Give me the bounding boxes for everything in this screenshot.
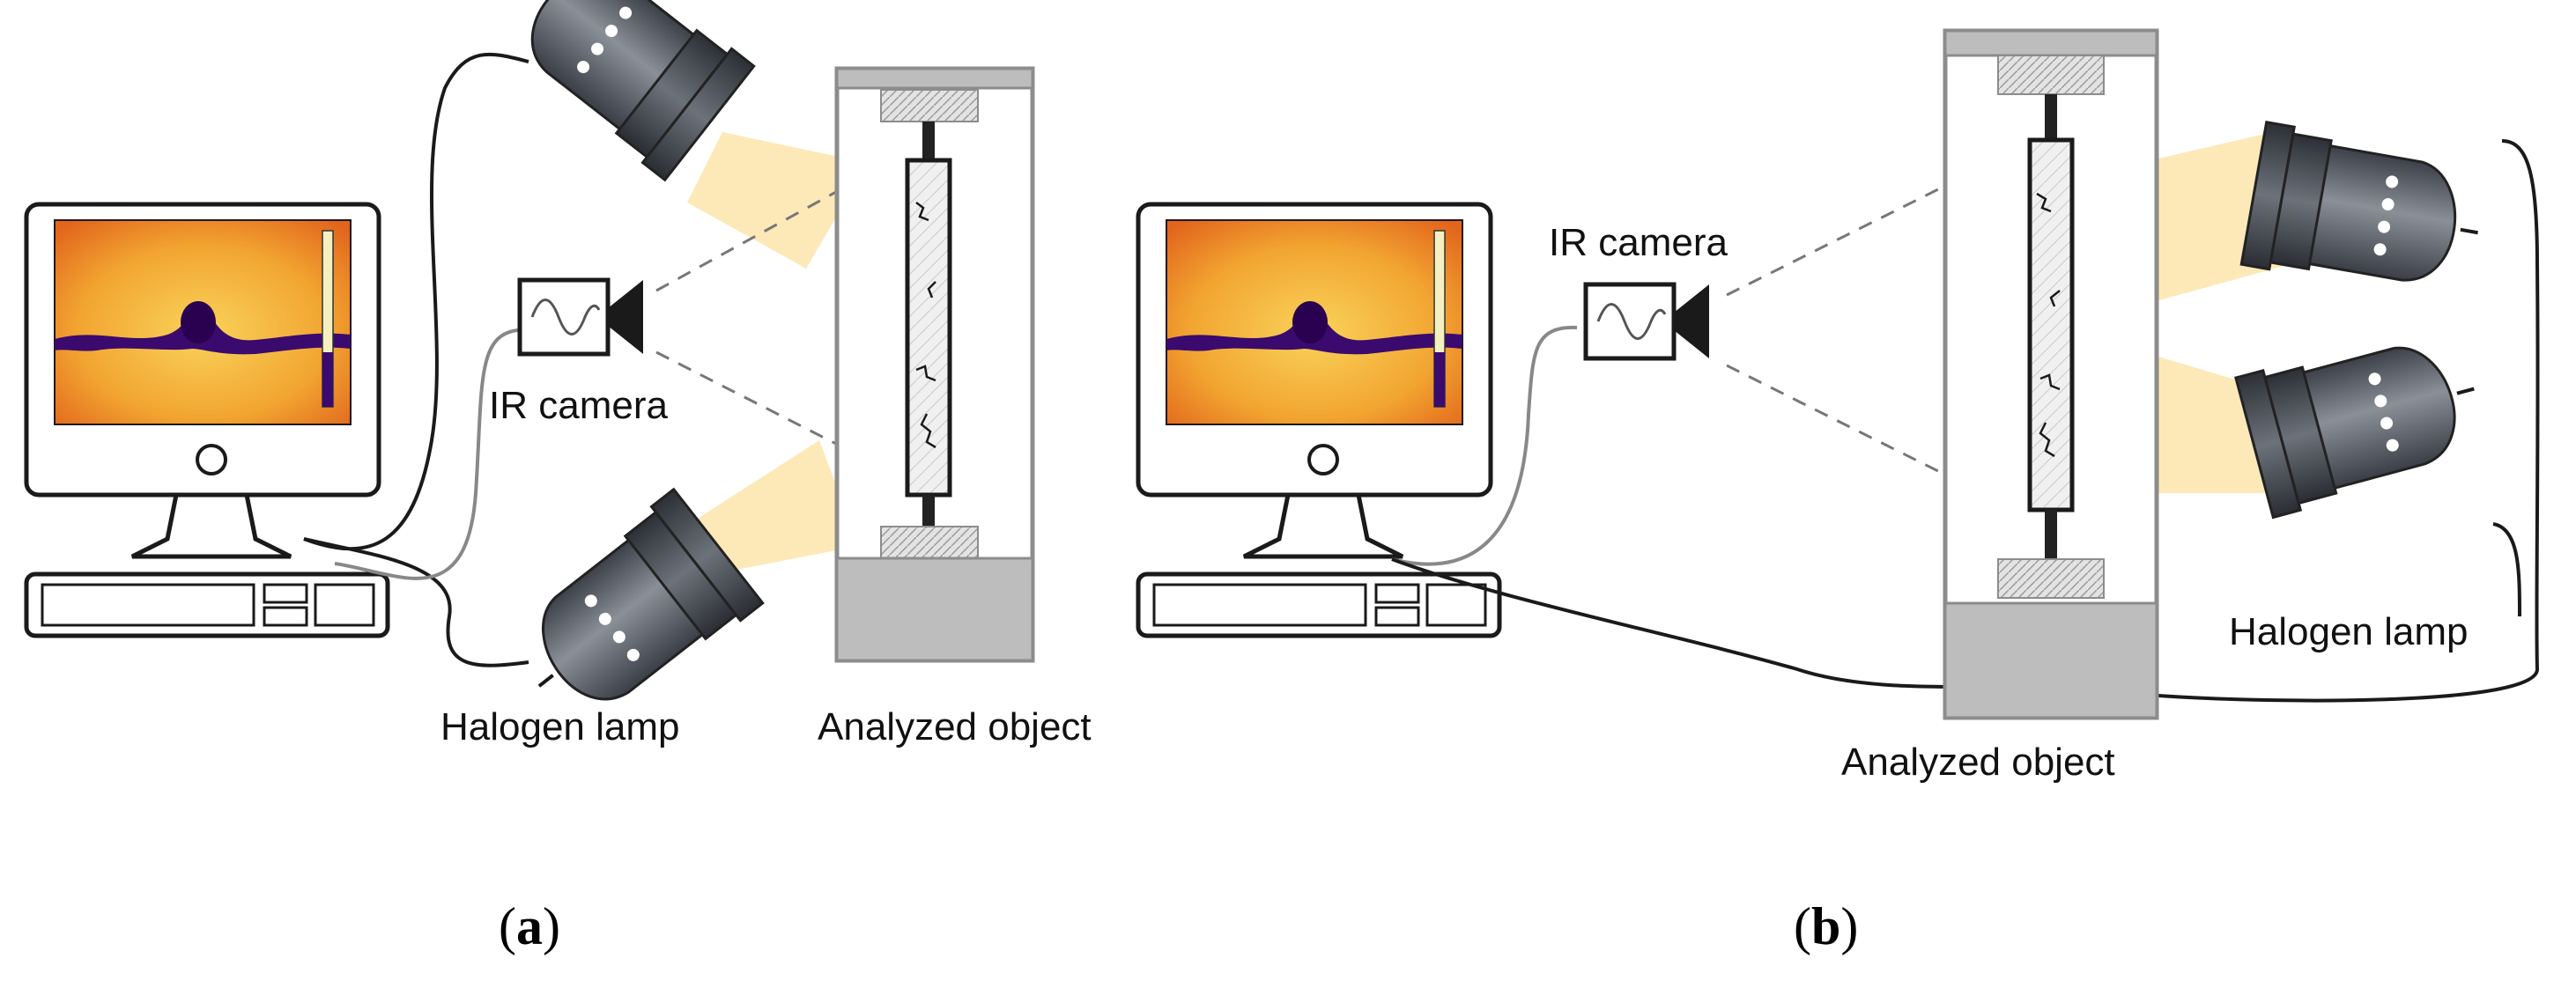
label-ir-camera: IR camera (489, 384, 668, 427)
field-of-view-line (1726, 174, 1965, 297)
lamp-cable-right-lower (2492, 522, 2521, 617)
light-beam-top (687, 132, 868, 269)
field-of-view-line (655, 166, 882, 292)
label-halogen-lamp: Halogen lamp (2229, 610, 2469, 653)
lamp-cable-bottom (303, 537, 529, 667)
label-ir-camera: IR camera (1549, 221, 1728, 264)
lamp-cable-top (303, 52, 529, 551)
panel-caption-b: (b) (1794, 897, 1858, 955)
label-halogen-lamp: Halogen lamp (440, 705, 680, 748)
lamp-cable (1391, 557, 1957, 689)
camera-cable (1391, 325, 1578, 566)
lamp-cable-right (2158, 139, 2540, 703)
test-frame-icon (834, 66, 1035, 663)
test-frame-icon (1943, 28, 2159, 720)
panel-caption-a: (a) (499, 897, 560, 955)
label-analyzed-object: Analyzed object (818, 705, 1092, 748)
label-analyzed-object: Analyzed object (1841, 741, 2115, 784)
field-of-view-line (1726, 364, 1965, 486)
panel-b: IR camera Halogen lamp Analyzed object (… (1138, 28, 2540, 955)
ir-camera-icon (1586, 284, 1709, 358)
monitor-icon (26, 204, 388, 636)
halogen-lamp-icon (2233, 317, 2495, 520)
monitor-icon (1138, 204, 1499, 636)
ir-camera-icon (520, 280, 643, 354)
camera-cable (334, 328, 519, 580)
halogen-lamp-icon (2239, 120, 2492, 306)
light-beam-bottom (696, 440, 859, 572)
panel-a: IR camera Halogen lamp Analyzed object (… (26, 0, 1092, 955)
